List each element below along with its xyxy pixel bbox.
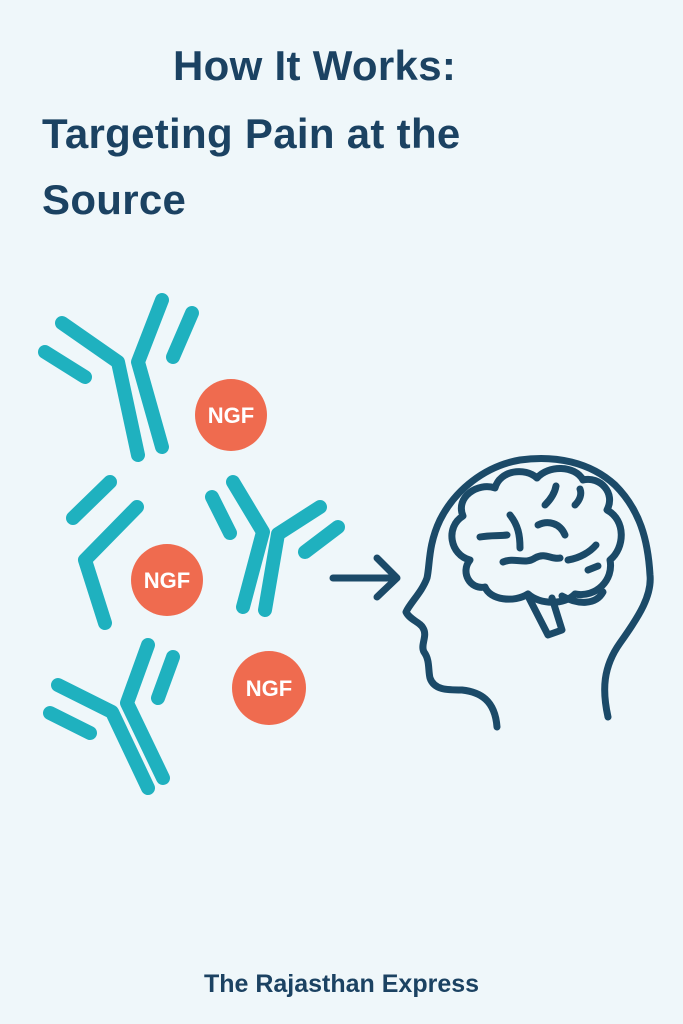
antibody-icon — [38, 293, 199, 462]
ngf-label: NGF — [144, 568, 190, 593]
antibody-icon — [66, 475, 144, 630]
ngf-label: NGF — [246, 676, 292, 701]
ngf-molecule: NGF — [232, 651, 306, 725]
arrow-right-icon — [329, 554, 401, 601]
antibody-icon — [43, 638, 180, 795]
antibody-icon — [205, 475, 345, 617]
publisher-footer: The Rajasthan Express — [203, 970, 480, 998]
title-line-1: How It Works: — [173, 42, 457, 89]
title-line-3: Source — [42, 176, 187, 223]
ngf-molecule: NGF — [195, 379, 267, 451]
head-with-brain-icon — [402, 454, 654, 731]
title-line-2: Targeting Pain at the — [42, 110, 461, 157]
ngf-label: NGF — [208, 403, 254, 428]
ngf-molecule: NGF — [131, 544, 203, 616]
